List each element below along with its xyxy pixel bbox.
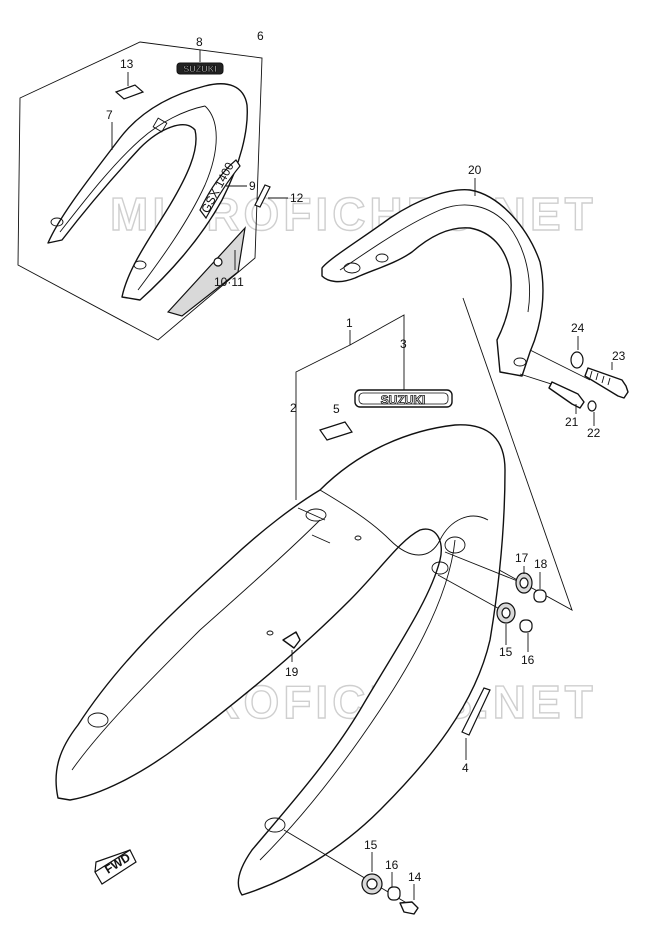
main-cover-mount-1 [444,536,466,554]
tail-cover-inset: GSX 1400 SUZUKI [17,41,288,341]
rail-hardware [519,336,629,426]
bolt-14 [399,901,419,915]
callout-24: 24 [571,321,585,335]
bolt-23-thread-3 [601,375,605,384]
inset-outline [17,41,263,341]
callout-4: 4 [462,761,469,775]
grab-rail-hole-3 [513,357,527,367]
callout-7: 7 [106,108,113,122]
collar-16-lower [387,886,401,901]
grab-rail-edge [339,204,531,313]
callout-19: 19 [285,665,299,679]
pad-5 [319,421,353,441]
grommet-17-hole [519,577,529,589]
screw-19 [282,631,301,649]
bolt-23-thread-2 [595,372,599,381]
grommets-lower [283,829,419,915]
pad-13 [114,84,145,100]
grommet-15-lower-hole [366,878,378,890]
fwd-arrow-head [94,849,131,873]
main-cover-top-ridge [319,489,489,556]
bolt-23 [584,367,629,399]
callout-20: 20 [468,163,482,177]
main-tail-cover [55,424,506,896]
suzuki-badge-large-inner [358,392,449,405]
washer-24 [570,351,584,369]
grommets-upper [437,551,547,652]
callout-13: 13 [120,57,134,71]
main-cover-dot-2 [354,535,362,541]
callout-16-upper: 16 [521,653,535,667]
axis-upper [444,551,521,583]
tail-cover-shape [47,83,248,301]
grab-rail-hole-2 [375,253,389,263]
callout-15-upper: 15 [499,645,513,659]
suzuki-badge-small [176,62,224,75]
leader-1-2 [295,330,351,500]
callout-5: 5 [333,402,340,416]
axis-lower [437,574,506,613]
bolt-23-thread-1 [589,370,593,379]
bolt-21 [548,381,585,409]
side-panel-10-11 [166,226,246,317]
tail-cover-hole-right [133,260,147,270]
grab-rail [321,178,544,377]
callout-9: 9 [249,179,256,193]
grommet-15-upper-hole [501,607,511,619]
main-cover-hole-right [264,817,286,833]
main-cover-inner-edge-left [71,519,321,771]
callouts: 8 6 13 7 9 12 10·11 20 1 3 2 5 24 23 21 … [106,29,626,884]
side-panel-hole [213,257,223,267]
callout-3: 3 [400,337,407,351]
washer-22 [587,400,597,412]
suzuki-badge-large-text: SUZUKI [381,393,426,407]
callout-1: 1 [346,316,353,330]
main-cover-dot [266,630,274,636]
callout-21: 21 [565,415,579,429]
callout-12: 12 [290,191,304,205]
suzuki-badge-small-text: SUZUKI [183,64,217,74]
main-cover-bracket [297,507,326,521]
tail-cover-hole-left [50,217,64,227]
callout-2: 2 [290,401,297,415]
callout-23: 23 [612,349,626,363]
collar-16-upper [519,619,533,633]
collar-18 [533,589,547,603]
callout-10-11: 10·11 [214,275,244,289]
strip-12 [254,184,271,208]
bolt-23-thread-4 [607,377,611,386]
fwd-arrow: FWD [94,849,137,885]
callout-18: 18 [534,557,548,571]
tail-cover-edge [59,105,206,233]
fwd-arrow-shape [94,849,137,885]
main-tail-cover-shape [55,424,506,896]
callout-17: 17 [515,551,529,565]
leader-1-3 [349,314,405,390]
grab-rail-shape [321,189,544,377]
main-cover-hole-left [87,712,109,728]
callout-15-lower: 15 [364,838,378,852]
gsx-decal [199,159,241,220]
main-cover-clip [311,534,331,544]
callout-6: 6 [257,29,264,43]
callout-14: 14 [408,870,422,884]
tail-cover-edge-inner [137,105,217,291]
main-cover-inner-edge-right [259,539,456,861]
callout-22: 22 [587,426,601,440]
grab-rail-hole-1 [343,262,361,274]
callout-16-lower: 16 [385,858,399,872]
tail-cover-tab [152,117,168,133]
strip-4 [461,687,491,736]
main-cover-mount-2 [431,561,449,575]
callout-8: 8 [196,35,203,49]
bolt-axis-23 [529,349,591,381]
main-cover-hole-top [305,508,327,522]
